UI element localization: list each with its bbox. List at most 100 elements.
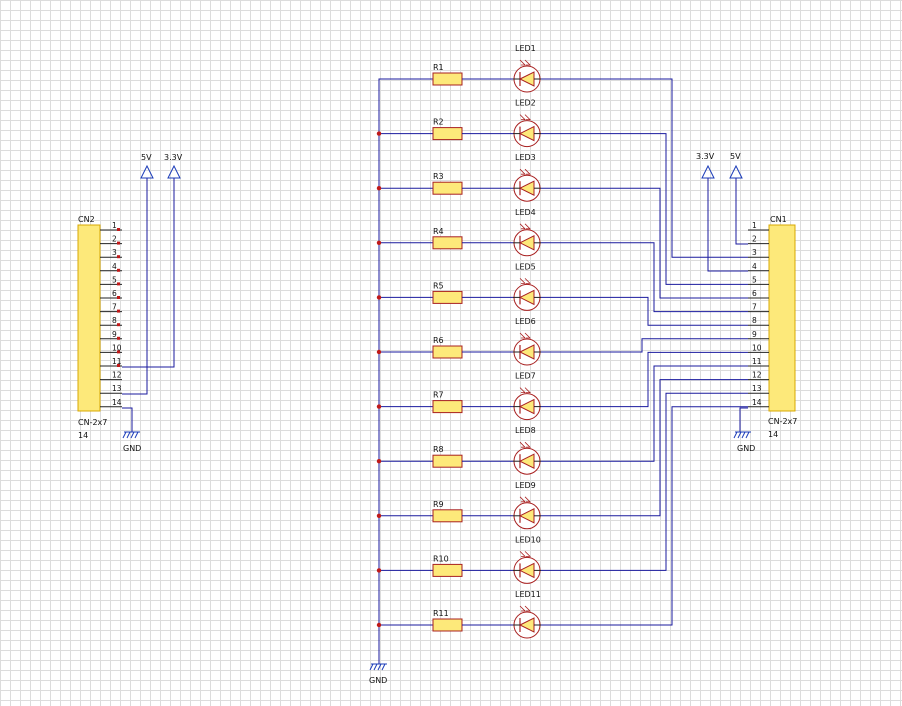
resistor-icon[interactable] (432, 181, 463, 195)
right-pin[interactable]: 10 (748, 343, 769, 353)
right-pin[interactable]: 9 (748, 330, 769, 340)
junction-dot (376, 513, 382, 518)
resistor-icon[interactable] (432, 290, 463, 304)
right-pin[interactable]: 6 (748, 289, 769, 299)
junction-dot (376, 349, 382, 355)
left-pin[interactable]: 13 (100, 384, 122, 394)
resistor-icon[interactable] (432, 454, 463, 468)
right-5v-label: 5V (730, 152, 741, 161)
led-icon[interactable] (513, 223, 541, 257)
right-pin[interactable]: 11 (748, 357, 769, 367)
left-ground-icon (122, 431, 140, 439)
left-pin[interactable]: 11 (100, 357, 122, 367)
left-pin[interactable]: 9 (100, 330, 122, 340)
gnd-bus-wire (378, 78, 433, 664)
led-icon[interactable] (513, 387, 541, 421)
right-pin[interactable]: 7 (748, 303, 769, 313)
led-icon[interactable] (513, 605, 541, 639)
led-channel[interactable]: R9 LED9 (376, 379, 748, 530)
resistor-icon[interactable] (432, 509, 463, 523)
led-channel[interactable]: R1 LED1 (432, 44, 748, 258)
resistor-icon[interactable] (432, 345, 463, 359)
right-pin-number: 3 (752, 248, 757, 257)
right-pin[interactable]: 3 (748, 248, 769, 258)
resistor-icon[interactable] (432, 236, 463, 250)
right-pin[interactable]: 2 (748, 235, 769, 245)
led-label: LED2 (515, 99, 536, 108)
right-3v3-wire (707, 178, 748, 272)
left-pin[interactable]: 1 (100, 221, 122, 231)
resistor-label: R11 (433, 609, 449, 618)
resistor-icon[interactable] (432, 400, 463, 414)
resistor-label: R9 (433, 500, 444, 509)
led-label: LED8 (515, 426, 536, 435)
left-pin[interactable]: 10 (100, 343, 122, 354)
led-icon[interactable] (513, 114, 541, 148)
left-pin[interactable]: 12 (100, 371, 122, 381)
left-pin[interactable]: 6 (100, 289, 122, 299)
right-pin[interactable]: 5 (748, 275, 769, 285)
led-return-wire (541, 133, 748, 285)
led-label: LED3 (515, 153, 536, 162)
led-return-wire (541, 365, 748, 462)
left-pin[interactable]: 2 (100, 235, 122, 245)
right-pin[interactable]: 12 (748, 371, 769, 381)
left-pin-number: 3 (112, 248, 117, 257)
resistor-icon[interactable] (432, 618, 463, 632)
left-pin[interactable]: 14 (100, 398, 122, 408)
right-pin-number: 2 (752, 235, 757, 244)
right-pin[interactable]: 4 (748, 262, 769, 272)
left-pin-number: 9 (112, 330, 117, 339)
led-icon[interactable] (513, 59, 541, 93)
left-pin[interactable]: 4 (100, 262, 122, 272)
led-icon[interactable] (513, 168, 541, 202)
led-label: LED1 (515, 44, 536, 53)
no-connect-marker (117, 296, 120, 299)
junction-dot (376, 568, 382, 573)
right-pin[interactable]: 8 (748, 316, 769, 326)
left-5v-wire (122, 178, 148, 395)
no-connect-marker (117, 323, 120, 327)
led-icon[interactable] (513, 496, 541, 530)
resistor-icon[interactable] (432, 72, 463, 86)
right-5v-power-icon (729, 164, 743, 179)
led-label: LED7 (515, 372, 536, 381)
led-icon[interactable] (513, 332, 541, 366)
led-return-wire (541, 296, 748, 326)
led-icon[interactable] (513, 441, 541, 475)
right-3v3-power-icon (701, 164, 715, 179)
right-pin-number: 13 (752, 384, 762, 393)
right-connector-body (768, 224, 796, 412)
right-3v3-label: 3.3V (696, 152, 715, 161)
right-pin[interactable]: 14 (748, 398, 769, 408)
left-connector-value: CN-2x7 (78, 418, 107, 427)
right-pin[interactable]: 1 (748, 221, 769, 231)
left-pin[interactable]: 7 (100, 303, 122, 313)
left-pin[interactable]: 8 (100, 316, 122, 327)
junction-dot (376, 622, 382, 628)
led-icon[interactable] (513, 278, 541, 311)
led-label: LED9 (515, 481, 536, 490)
right-pin[interactable]: 13 (748, 384, 769, 394)
left-5v-label: 5V (141, 153, 152, 162)
resistor-icon[interactable] (432, 127, 463, 141)
left-pin[interactable]: 3 (100, 248, 122, 259)
left-pin[interactable]: 5 (100, 275, 122, 286)
led-icon[interactable] (513, 551, 541, 584)
resistor-label: R1 (433, 63, 444, 72)
resistor-icon[interactable] (432, 563, 463, 577)
led-return-wire (541, 351, 748, 408)
right-pin-number: 6 (752, 289, 757, 298)
